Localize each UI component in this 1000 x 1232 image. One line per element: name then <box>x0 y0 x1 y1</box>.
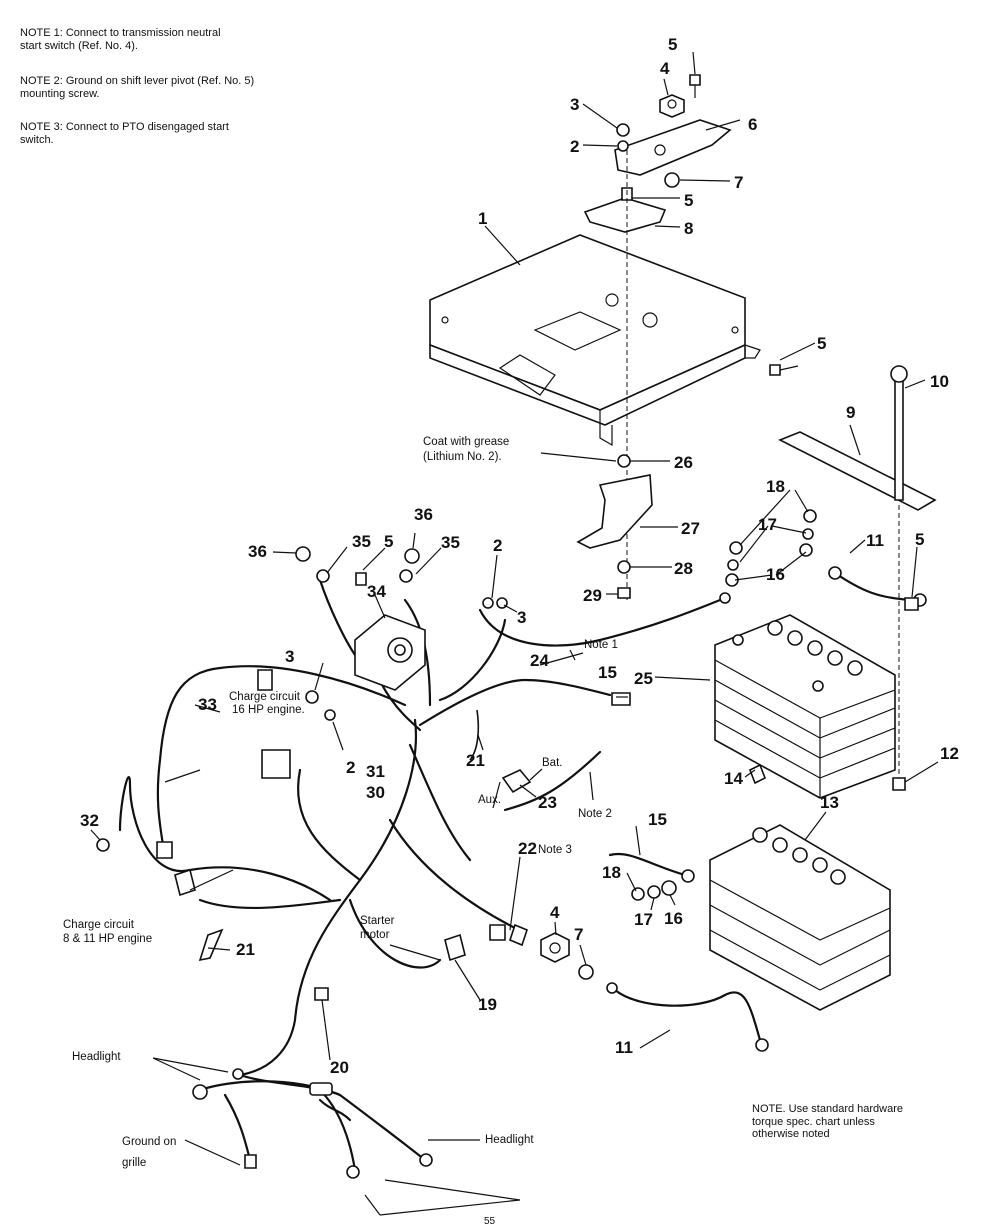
callout: 21 <box>236 940 255 959</box>
page-number: 55 <box>484 1216 496 1227</box>
callout: 2 <box>570 137 579 156</box>
callout: 5 <box>384 532 393 551</box>
callout: 7 <box>574 925 583 944</box>
note-2: NOTE 2: Ground on shift lever pivot (Ref… <box>20 75 255 100</box>
wiring-harness <box>118 578 612 1172</box>
shift-lever-bracket-assembly <box>429 74 937 791</box>
ground-label-line2: grille <box>122 1157 146 1169</box>
aux-label: Aux. <box>478 794 501 806</box>
ground-label-line1: Ground on <box>122 1136 176 1148</box>
callout: 34 <box>367 582 386 601</box>
charge16-label-line2: 16 HP engine. <box>232 704 305 716</box>
callout: 2 <box>493 536 502 555</box>
callout: 30 <box>366 783 385 802</box>
callout: 33 <box>198 695 217 714</box>
callout: 10 <box>930 372 949 391</box>
headlight-left-label: Headlight <box>72 1051 121 1063</box>
callout: 28 <box>674 559 693 578</box>
starter-label-line1: Starter <box>360 915 395 927</box>
callout: 24 <box>530 651 549 670</box>
charge16-label-line1: Charge circuit <box>229 691 301 703</box>
callout: 16 <box>664 909 683 928</box>
note2-label: Note 2 <box>578 808 612 820</box>
callout: 31 <box>366 762 385 781</box>
callout: 23 <box>538 793 557 812</box>
callout: 14 <box>724 769 743 788</box>
callout: 27 <box>681 519 700 538</box>
diagram-labels: Coat with grease (Lithium No. 2). Charge… <box>63 436 618 1169</box>
callout: 36 <box>414 505 433 524</box>
note1-label: Note 1 <box>584 639 618 651</box>
callout: 17 <box>758 515 777 534</box>
callout: 35 <box>352 532 371 551</box>
callout: 32 <box>80 811 99 830</box>
callout: 36 <box>248 542 267 561</box>
callout: 11 <box>615 1038 633 1057</box>
callout: 1 <box>478 209 487 228</box>
callout: 25 <box>634 669 653 688</box>
callout: 2 <box>346 758 355 777</box>
callout: 16 <box>766 565 785 584</box>
battery-tray <box>709 763 891 1011</box>
callout: 5 <box>668 35 677 54</box>
charge811-label-line2: 8 & 11 HP engine <box>63 933 152 945</box>
callout: 35 <box>441 533 460 552</box>
callout: 5 <box>915 530 924 549</box>
callout: 26 <box>674 453 693 472</box>
callout: 5 <box>684 191 693 210</box>
callout: 3 <box>285 647 294 666</box>
grease-label-line2: (Lithium No. 2). <box>423 451 502 463</box>
note-3: NOTE 3: Connect to PTO disengaged start … <box>20 121 229 146</box>
callout: 15 <box>648 810 667 829</box>
battery <box>714 614 896 799</box>
note-1: NOTE 1: Connect to transmission neutral … <box>20 27 221 52</box>
callout: 6 <box>748 115 757 134</box>
small-components <box>96 509 919 1179</box>
callout: 7 <box>734 173 743 192</box>
leader-lines <box>90 51 939 1216</box>
callout: 11 <box>866 531 884 550</box>
callout: 18 <box>766 477 785 496</box>
callout: 3 <box>517 608 526 627</box>
note3-label: Note 3 <box>538 844 572 856</box>
callout: 15 <box>598 663 617 682</box>
bat-label: Bat. <box>542 757 562 769</box>
callout: 20 <box>330 1058 349 1077</box>
callout: 4 <box>550 903 560 922</box>
callout: 18 <box>602 863 621 882</box>
grease-label-line1: Coat with grease <box>423 436 509 448</box>
callout: 5 <box>817 334 826 353</box>
callout: 19 <box>478 995 497 1014</box>
headlight-right-label: Headlight <box>485 1134 534 1146</box>
callout: 17 <box>634 910 653 929</box>
callout: 8 <box>684 219 693 238</box>
callout-numbers: 1 2 3 4 5 6 7 5 8 5 10 9 26 27 28 29 18 … <box>80 35 959 1077</box>
charge811-label-line1: Charge circuit <box>63 919 135 931</box>
callout: 4 <box>660 59 670 78</box>
starter-label-line2: motor <box>360 929 390 941</box>
callout: 22 <box>518 839 537 858</box>
callout: 29 <box>583 586 602 605</box>
callout: 21 <box>466 751 485 770</box>
callout: 3 <box>570 95 579 114</box>
callout: 12 <box>940 744 959 763</box>
callout: 9 <box>846 403 855 422</box>
note-torque: NOTE. Use standard hardware torque spec.… <box>752 1103 904 1140</box>
callout: 13 <box>820 793 839 812</box>
